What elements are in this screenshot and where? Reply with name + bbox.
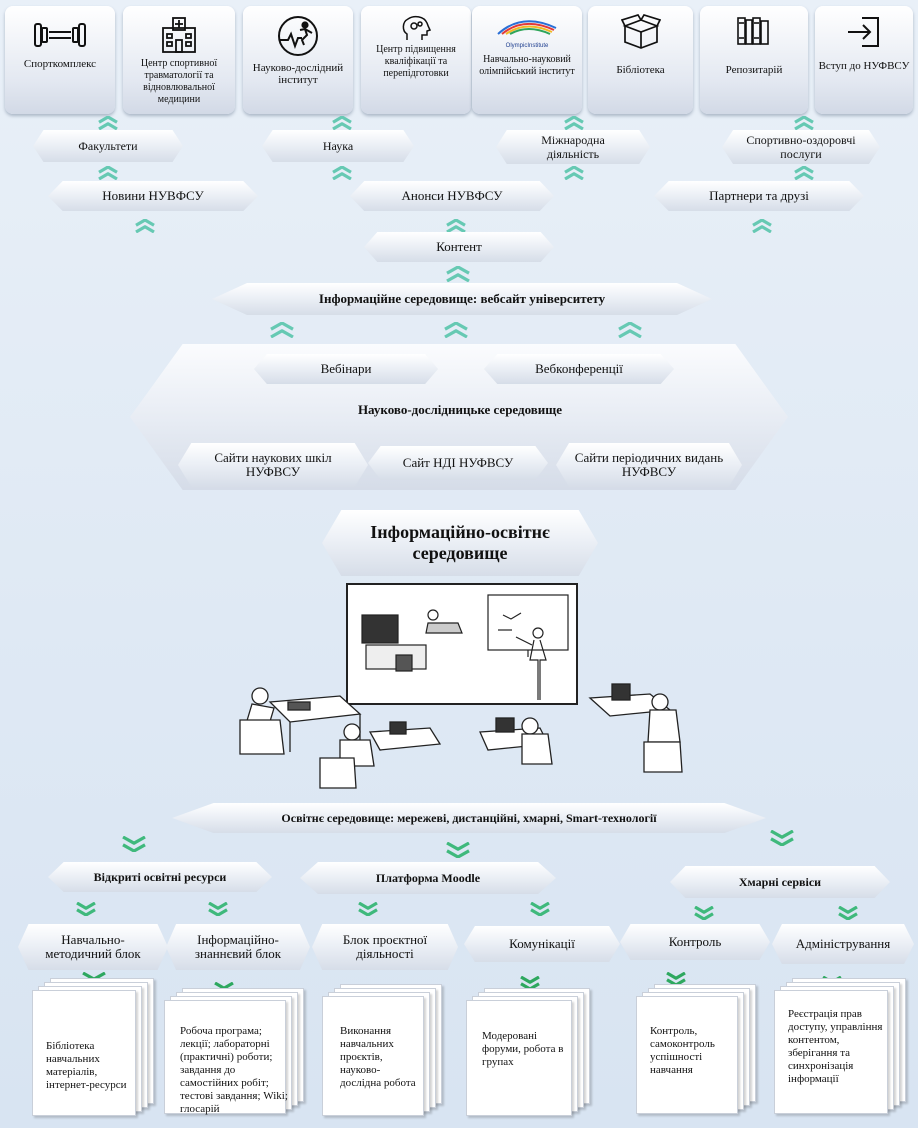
chevron-up-icon: [563, 166, 585, 180]
document-sheet: [32, 990, 136, 1116]
tile-qualification-center: Центр підвищення кваліфікації та перепід…: [361, 6, 471, 114]
tile-label: Спорткомплекс: [23, 58, 97, 70]
chevron-down-icon: [529, 902, 551, 916]
node-nii-site: Сайт НДІ НУФВСУ: [368, 446, 548, 480]
chevron-up-icon: [563, 116, 585, 130]
node-news: Новини НУВФСУ: [48, 181, 258, 211]
tile-research-institute: Науково-дослідний інститут: [243, 6, 353, 114]
chevron-up-icon: [793, 166, 815, 180]
node-announcements: Анонси НУВФСУ: [350, 181, 554, 211]
node-webinars: Вебінари: [254, 354, 438, 384]
chevron-up-icon: [97, 116, 119, 130]
chevron-up-icon: [97, 166, 119, 180]
node-website: Інформаційне середовище: вебсайт універс…: [212, 283, 712, 315]
document-sheet: [466, 1000, 572, 1116]
research-title: Науково-дослідницьке середовище: [357, 402, 563, 417]
tile-olympic-institute: OlympicInstitute Навчально-науковий олім…: [472, 6, 582, 114]
chevron-down-icon: [445, 842, 470, 858]
node-block-knowledge: Інформаційно-знаннєвий блок: [166, 924, 310, 970]
chevron-up-icon: [331, 116, 353, 130]
chevron-up-icon: [134, 219, 156, 233]
hospital-icon: [123, 14, 235, 58]
doc-text-control: Контроль, самоконтроль успішності навчан…: [650, 1025, 715, 1076]
node-block-administration: Адміністрування: [772, 924, 914, 964]
node-sport-services: Спортивно-оздоровчі послуги: [722, 130, 880, 164]
chevron-up-icon: [445, 219, 467, 233]
tile-sport-complex: Спорткомплекс: [5, 6, 115, 114]
chevron-up-icon: [793, 116, 815, 130]
document-sheet: [774, 990, 888, 1114]
box-icon: [588, 13, 693, 54]
chevron-down-icon: [207, 902, 229, 916]
login-icon: [815, 14, 913, 54]
chevron-up-icon: [751, 219, 773, 233]
chevron-up-icon: [617, 322, 642, 338]
node-open-resources: Відкриті освітні ресурси: [48, 862, 272, 892]
tile-label: Бібліотека: [616, 64, 665, 76]
node-periodicals: Сайти періодичних видань НУФВСУ: [556, 443, 742, 487]
node-block-control: Контроль: [620, 924, 770, 960]
node-partners: Партнери та друзі: [654, 181, 864, 211]
document-sheet: [164, 1000, 286, 1114]
node-edu-env: Освітнє середовище: мережеві, дистанційн…: [172, 803, 766, 833]
dumbbell-icon: [5, 20, 115, 54]
tile-label: Вступ до НУФВСУ: [818, 60, 910, 72]
chevron-up-icon: [443, 322, 468, 338]
node-block-methodical: Навчально-методичний блок: [18, 924, 168, 970]
node-science: Наука: [262, 130, 414, 162]
chevron-up-icon: [445, 266, 470, 282]
node-faculties: Факультети: [33, 130, 183, 162]
doc-text-methodical: Бібліотека навчальних матеріалів, інтерн…: [46, 1040, 127, 1091]
node-international: Міжнародна діяльність: [496, 130, 650, 164]
chevron-down-icon: [837, 906, 859, 920]
chevron-down-icon: [693, 906, 715, 920]
doc-text-communications: Модеровані форуми, робота в групах: [482, 1030, 564, 1068]
chevron-down-icon: [75, 902, 97, 916]
runner-icon: [243, 14, 353, 62]
chevron-up-icon: [331, 166, 353, 180]
chevron-down-icon: [121, 836, 146, 852]
tile-trauma-center: Центр спортивної травматології та віднов…: [123, 6, 235, 114]
node-content: Контент: [364, 232, 554, 262]
classroom-illustration: [346, 583, 578, 705]
chevron-up-icon: [269, 322, 294, 338]
tile-label: Центр спортивної травматології та віднов…: [140, 58, 218, 105]
node-info-edu: Інформаційно-освітнє середовище: [322, 510, 598, 576]
tile-label: Центр підвищення кваліфікації та перепід…: [376, 44, 456, 79]
doc-text-projects: Виконання навчальних проєктів, науково-д…: [340, 1025, 416, 1089]
tile-library: Бібліотека: [588, 6, 693, 114]
node-moodle: Платформа Moodle: [300, 862, 556, 894]
document-sheet: [636, 996, 738, 1114]
node-block-communications: Комунікації: [464, 926, 620, 962]
node-webconferences: Вебконференції: [484, 354, 674, 384]
tile-label: Репозитарій: [725, 64, 783, 76]
chevron-down-icon: [769, 830, 794, 846]
chevron-down-icon: [357, 902, 379, 916]
node-cloud: Хмарні сервіси: [670, 866, 890, 898]
tile-label: Науково-дослідний інститут: [252, 62, 344, 86]
students-illustration: [239, 683, 683, 789]
node-school-sites: Сайти наукових шкіл НУФВСУ: [178, 443, 368, 487]
doc-text-knowledge: Робоча програма; лекції; лабораторні (пр…: [180, 1025, 288, 1115]
document-sheet: [322, 996, 424, 1116]
head-gears-icon: [361, 14, 471, 46]
books-icon: [700, 14, 808, 50]
tile-admission: Вступ до НУФВСУ: [815, 6, 913, 114]
olympic-logo: OlympicInstitute: [472, 16, 582, 52]
tile-label: Навчально-науковий олімпійський інститут: [479, 54, 575, 77]
tile-repository: Репозитарій: [700, 6, 808, 114]
doc-text-administration: Реєстрація прав доступу, управління конт…: [788, 1008, 883, 1085]
node-block-projects: Блок проєктної діяльності: [312, 924, 458, 970]
